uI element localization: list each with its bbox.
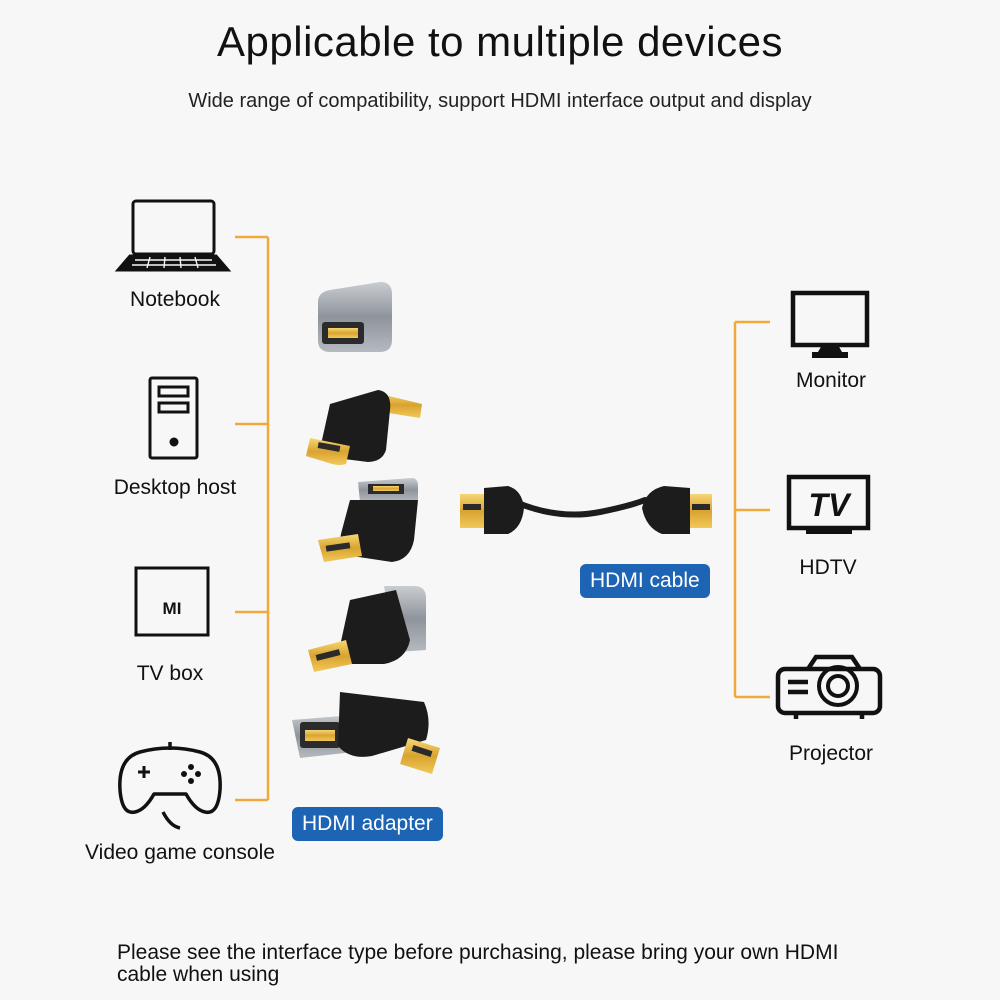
desktop-tower-icon	[148, 376, 199, 460]
device-label-monitor: Monitor	[795, 369, 867, 392]
gamepad-icon	[118, 742, 222, 830]
hdmi-cable-tag: HDMI cable	[580, 564, 710, 598]
device-label-projector: Projector	[788, 742, 874, 765]
page-title: Applicable to multiple devices	[217, 18, 783, 65]
hdmi-cable-icon	[460, 486, 712, 534]
page-subtitle: Wide range of compatibility, support HDM…	[188, 90, 812, 112]
tv-icon: TV	[786, 474, 871, 534]
tv-box-icon: MI	[134, 566, 210, 637]
device-label-desktop-host: Desktop host	[113, 476, 237, 499]
male-female-adapter-icon	[306, 390, 422, 465]
angle-down-adapter-icon	[308, 586, 426, 672]
projector-icon	[775, 654, 883, 719]
hdmi-adapter-tag: HDMI adapter	[292, 807, 443, 841]
right-angle-adapter-icon	[292, 692, 440, 774]
monitor-icon	[790, 290, 870, 358]
footer-note: Please see the interface type before pur…	[117, 941, 839, 986]
source-connector-lines	[235, 235, 270, 802]
laptop-icon	[114, 199, 232, 272]
tv-box-badge: MI	[163, 599, 182, 618]
device-label-video-game-console: Video game console	[85, 841, 275, 864]
female-female-adapter-icon	[318, 282, 392, 352]
tv-badge: TV	[809, 487, 853, 523]
display-connector-lines	[733, 320, 770, 699]
device-label-tv-box: TV box	[136, 662, 204, 685]
angle-up-adapter-icon	[318, 478, 418, 562]
device-label-hdtv: HDTV	[799, 556, 857, 579]
device-label-notebook: Notebook	[130, 288, 220, 311]
